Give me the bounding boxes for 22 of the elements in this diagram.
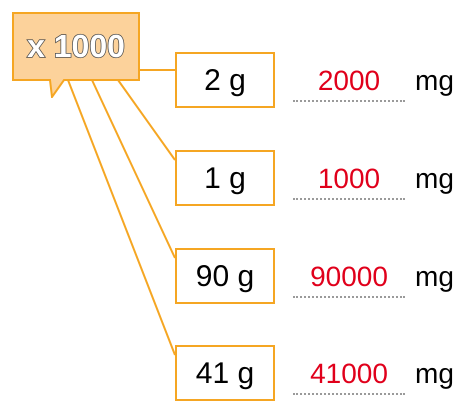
value-box — [175, 52, 275, 108]
gram-value: 2 g — [204, 62, 246, 98]
connector-line — [140, 69, 175, 71]
unit-label: mg — [415, 260, 454, 294]
connector-line — [117, 79, 176, 161]
callout-box — [12, 12, 140, 98]
unit-label: mg — [415, 162, 454, 196]
gram-value: 1 g — [204, 160, 246, 196]
answer-value: 2000 — [318, 64, 380, 98]
unit-label: mg — [415, 64, 454, 98]
value-box — [175, 150, 275, 206]
answer-value: 1000 — [318, 162, 380, 196]
value-box — [175, 248, 275, 304]
unit-label: mg — [415, 357, 454, 391]
connector-line — [91, 80, 176, 258]
answer-value: 41000 — [310, 357, 388, 391]
connector-line — [67, 80, 176, 356]
answer-value: 90000 — [310, 260, 388, 294]
gram-value: 90 g — [196, 258, 254, 294]
multiplier-text: x 1000 — [26, 27, 126, 66]
value-box — [175, 345, 275, 401]
gram-value: 41 g — [196, 356, 254, 392]
